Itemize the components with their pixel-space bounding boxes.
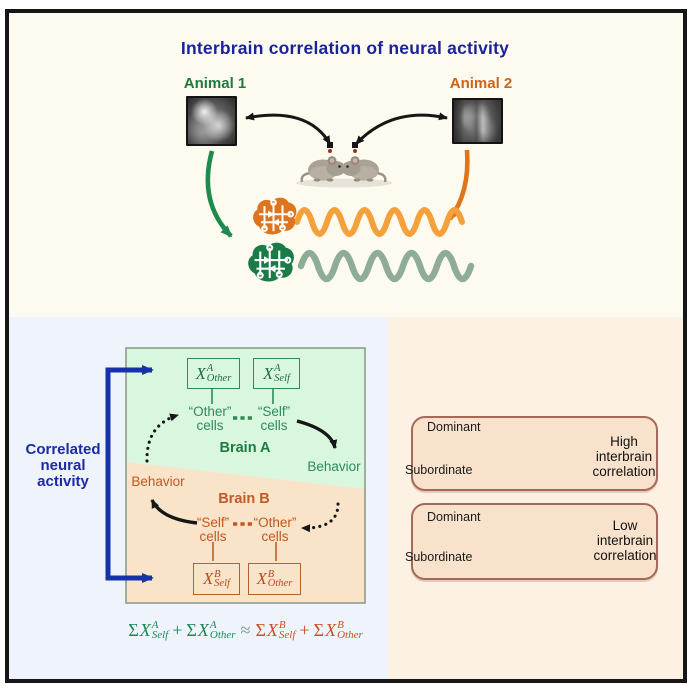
card2-dominant-label: Dominant xyxy=(427,510,481,524)
animal1-brain-image xyxy=(186,96,237,146)
dominance-panel xyxy=(388,317,683,679)
animal2-label: Animal 2 xyxy=(449,75,513,92)
figure-title: Interbrain correlation of neural activit… xyxy=(180,38,510,58)
card1-subordinate-label: Subordinate xyxy=(405,463,473,477)
other-cells-label-b: “Other” cells xyxy=(253,515,297,544)
correlated-neural-activity-label: Correlated neural activity xyxy=(25,441,101,490)
self-cells-label-b: “Self” cells xyxy=(196,515,230,544)
card2-subordinate-label: Subordinate xyxy=(405,550,473,564)
self-cells-label-a: “Self” cells xyxy=(257,404,291,433)
other-cells-label-a: “Other” cells xyxy=(188,404,232,433)
card1-dominant-label: Dominant xyxy=(427,420,481,434)
low-correlation-card xyxy=(411,503,658,580)
card2-result-label: Low interbrain correlation xyxy=(593,518,657,563)
animal1-label: Animal 1 xyxy=(183,75,247,92)
behavior-label-a: Behavior xyxy=(307,459,361,474)
animal2-brain-image xyxy=(452,98,503,144)
brain-a-label: Brain A xyxy=(219,440,271,456)
brain-b-label: Brain B xyxy=(218,491,270,507)
behavior-label-b: Behavior xyxy=(131,474,185,489)
high-correlation-card xyxy=(411,416,658,491)
card1-result-label: High interbrain correlation xyxy=(592,434,656,479)
